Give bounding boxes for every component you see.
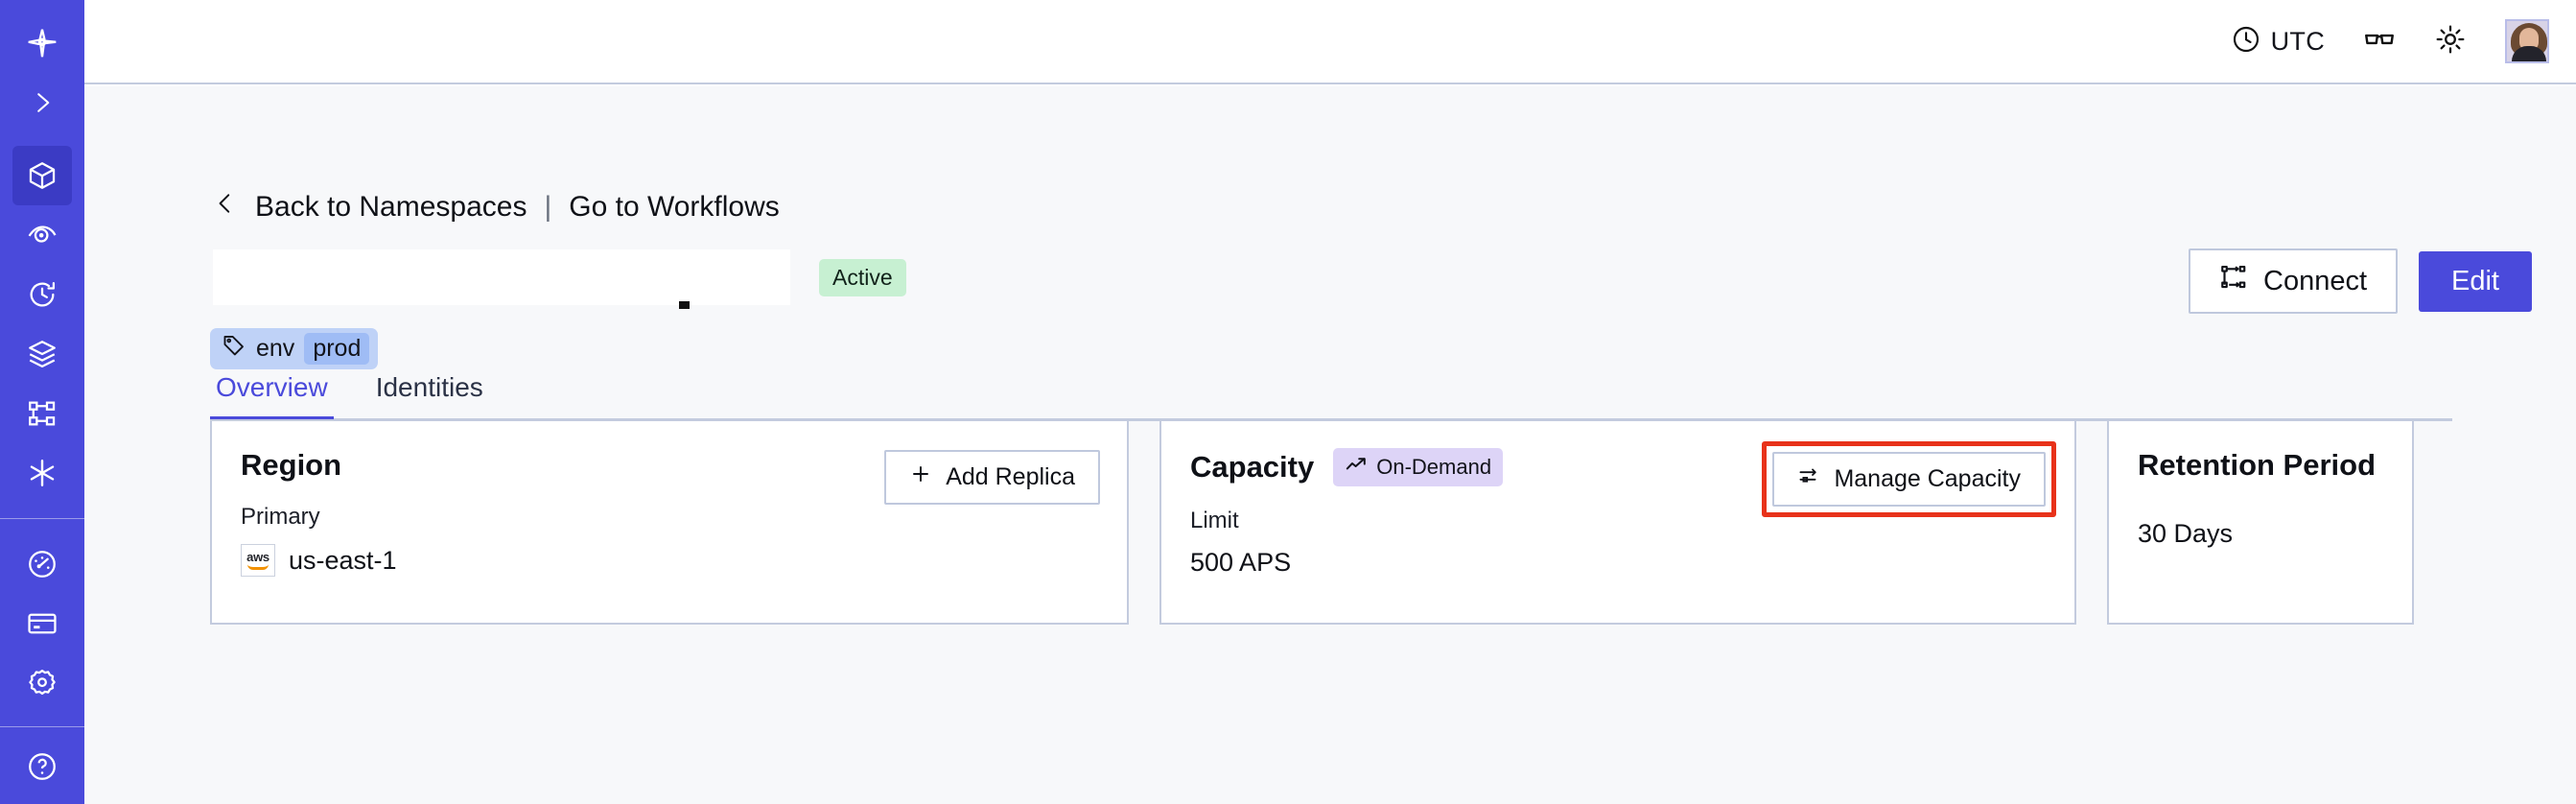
overview-cards: Region Add Replica Primary aws us-east-1 <box>210 419 2414 625</box>
status-badge: Active <box>819 258 906 296</box>
sidebar-item-workflows[interactable] <box>12 384 72 443</box>
sidebar-item-batch-operations[interactable] <box>12 324 72 384</box>
avatar[interactable] <box>2505 19 2549 63</box>
plus-icon <box>909 462 932 492</box>
top-header: UTC <box>84 0 2576 84</box>
aws-logo-text: aws <box>246 550 269 564</box>
page-title <box>213 249 790 305</box>
namespace-actions: Connect Edit <box>2189 248 2532 314</box>
aws-logo-icon: aws <box>241 544 275 577</box>
aws-logo-swoosh <box>247 564 269 570</box>
retention-card: Retention Period 30 Days <box>2107 419 2414 625</box>
breadcrumb: Back to Namespaces | Go to Workflows <box>213 187 780 227</box>
sidebar-item-schedules[interactable] <box>12 265 72 324</box>
namespace-title-row: Active <box>213 249 906 309</box>
region-value-row: aws us-east-1 <box>241 544 1098 577</box>
region-card-title: Region <box>241 448 342 482</box>
tag-key: env <box>256 335 295 362</box>
cube-icon <box>26 159 59 192</box>
avatar-body <box>2512 46 2546 61</box>
workflow-graph-icon <box>26 397 59 430</box>
tag-icon <box>222 333 246 365</box>
theme-toggle-button[interactable] <box>2434 23 2467 60</box>
accessibility-button[interactable] <box>2363 23 2396 60</box>
clock-icon <box>2231 24 2261 59</box>
capacity-limit-value: 500 APS <box>1190 548 1292 577</box>
title-redaction-mark <box>679 301 690 309</box>
sidebar-divider-2 <box>0 726 84 727</box>
breadcrumb-back-link[interactable]: Back to Namespaces <box>255 191 527 223</box>
sidebar-divider-1 <box>0 518 84 519</box>
sidebar <box>0 0 84 804</box>
capacity-limit-label: Limit <box>1190 508 1239 533</box>
main-content: Back to Namespaces | Go to Workflows Act… <box>84 86 2576 804</box>
connect-button[interactable]: Connect <box>2189 248 2399 314</box>
tag-value: prod <box>304 333 370 365</box>
retention-card-head: Retention Period <box>2138 448 2383 483</box>
capacity-card-head: Capacity On-Demand <box>1190 448 2046 486</box>
region-value: us-east-1 <box>289 545 397 575</box>
avatar-face <box>2519 28 2539 51</box>
sidebar-item-logo[interactable] <box>12 13 72 73</box>
sidebar-item-observability[interactable] <box>12 205 72 265</box>
timezone-label: UTC <box>2270 26 2325 56</box>
add-replica-button[interactable]: Add Replica <box>884 450 1100 505</box>
sidebar-item-usage[interactable] <box>12 534 72 594</box>
retention-value: 30 Days <box>2138 519 2234 548</box>
eye-icon <box>26 219 59 251</box>
glasses-icon <box>2363 23 2396 60</box>
timezone-selector[interactable]: UTC <box>2231 24 2325 59</box>
help-circle-icon <box>26 750 59 783</box>
tab-bar: Overview Identities <box>210 372 2452 421</box>
clock-history-icon <box>26 278 59 311</box>
chevron-left-icon[interactable] <box>213 187 238 227</box>
sidebar-item-settings[interactable] <box>12 653 72 713</box>
layers-icon <box>26 338 59 370</box>
asterisk-icon <box>26 457 59 489</box>
namespace-tag-chip[interactable]: env prod <box>210 328 379 369</box>
temporal-logo-icon <box>25 26 59 60</box>
sidebar-item-nexus[interactable] <box>12 443 72 503</box>
breadcrumb-separator: | <box>544 191 552 223</box>
breadcrumb-workflows-link[interactable]: Go to Workflows <box>569 191 780 223</box>
region-primary-label: Primary <box>241 504 320 530</box>
tab-identities[interactable]: Identities <box>375 372 483 402</box>
capacity-card: Capacity On-Demand <box>1159 419 2076 625</box>
sidebar-item-expand[interactable] <box>12 73 72 132</box>
connect-button-label: Connect <box>2263 265 2368 296</box>
sidebar-item-billing[interactable] <box>12 594 72 653</box>
sun-icon <box>2434 23 2467 60</box>
gear-icon <box>26 667 59 699</box>
retention-card-title: Retention Period <box>2138 448 2377 482</box>
credit-card-icon <box>26 607 59 640</box>
on-demand-badge: On-Demand <box>1333 448 1504 486</box>
region-card: Region Add Replica Primary aws us-east-1 <box>210 419 1129 625</box>
chevron-right-icon <box>28 88 57 117</box>
edit-button[interactable]: Edit <box>2419 250 2532 312</box>
capacity-card-title: Capacity <box>1190 450 1315 484</box>
connect-icon <box>2219 263 2248 299</box>
sidebar-item-namespaces[interactable] <box>12 146 72 205</box>
on-demand-badge-label: On-Demand <box>1376 455 1492 479</box>
trending-up-icon <box>1345 453 1368 482</box>
region-card-head: Region <box>241 448 1098 483</box>
tab-overview[interactable]: Overview <box>210 372 334 421</box>
add-replica-label: Add Replica <box>946 463 1075 490</box>
gauge-icon <box>26 548 59 580</box>
sidebar-item-help[interactable] <box>12 737 72 796</box>
